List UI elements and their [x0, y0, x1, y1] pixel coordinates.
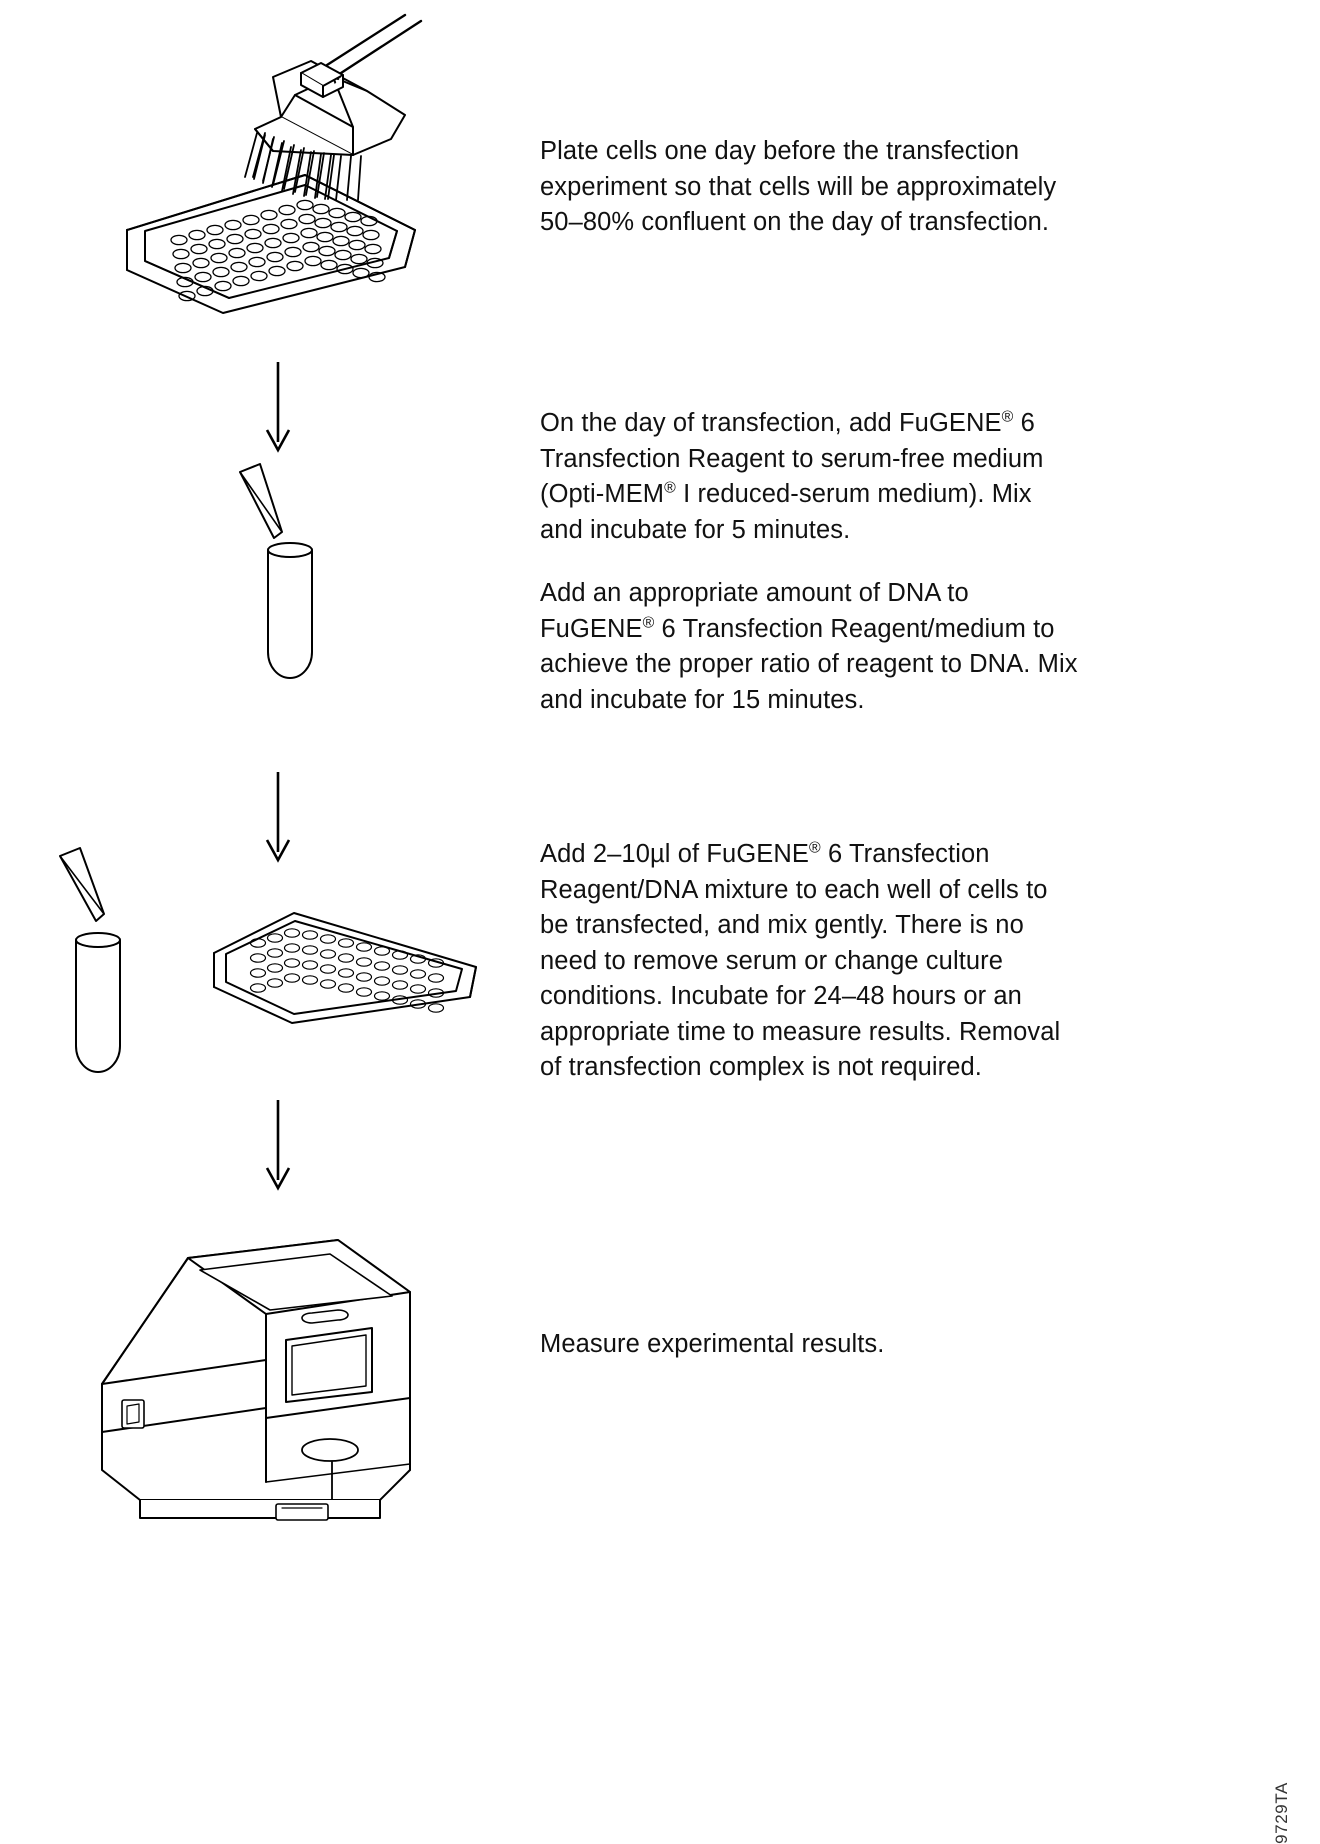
step-3-text: Add 2–10µl of FuGENE® 6 Transfection Rea…	[540, 837, 1080, 1086]
figure-pipette-tip-and-test-tube	[48, 847, 168, 1088]
registered-mark-icon: ®	[642, 614, 655, 631]
figure-pipette-tip-over-test-tube	[230, 460, 350, 710]
step-2-paragraph-2: Add an appropriate amount of DNA to FuGE…	[540, 579, 1078, 714]
step-4-paragraph-1: Measure experimental results.	[540, 1330, 885, 1358]
figure-multichannel-pipette-over-96-well-plate	[105, 13, 445, 320]
registered-mark-icon: ®	[664, 479, 676, 497]
registered-mark-icon: ®	[809, 839, 821, 857]
step-3-paragraph-1: Add 2–10µl of FuGENE® 6 Transfection Rea…	[540, 839, 1061, 1081]
step-2-paragraph-1: On the day of transfection, add FuGENE® …	[540, 408, 1044, 544]
figure-96-well-plate	[200, 895, 490, 1030]
step-1-text: Plate cells one day before the transfect…	[540, 134, 1080, 241]
step-1-paragraph-1: Plate cells one day before the transfect…	[540, 137, 1057, 236]
step-4-text: Measure experimental results.	[540, 1327, 1080, 1363]
document-code: 9729TA	[1272, 1782, 1291, 1844]
flow-arrow-1	[258, 362, 298, 459]
registered-mark-icon: ®	[1001, 408, 1014, 426]
figure-plate-reader-instrument	[80, 1232, 500, 1532]
flow-arrow-3	[258, 1100, 298, 1197]
step-2-text: On the day of transfection, add FuGENE® …	[540, 406, 1080, 718]
flow-arrow-2	[258, 772, 298, 869]
